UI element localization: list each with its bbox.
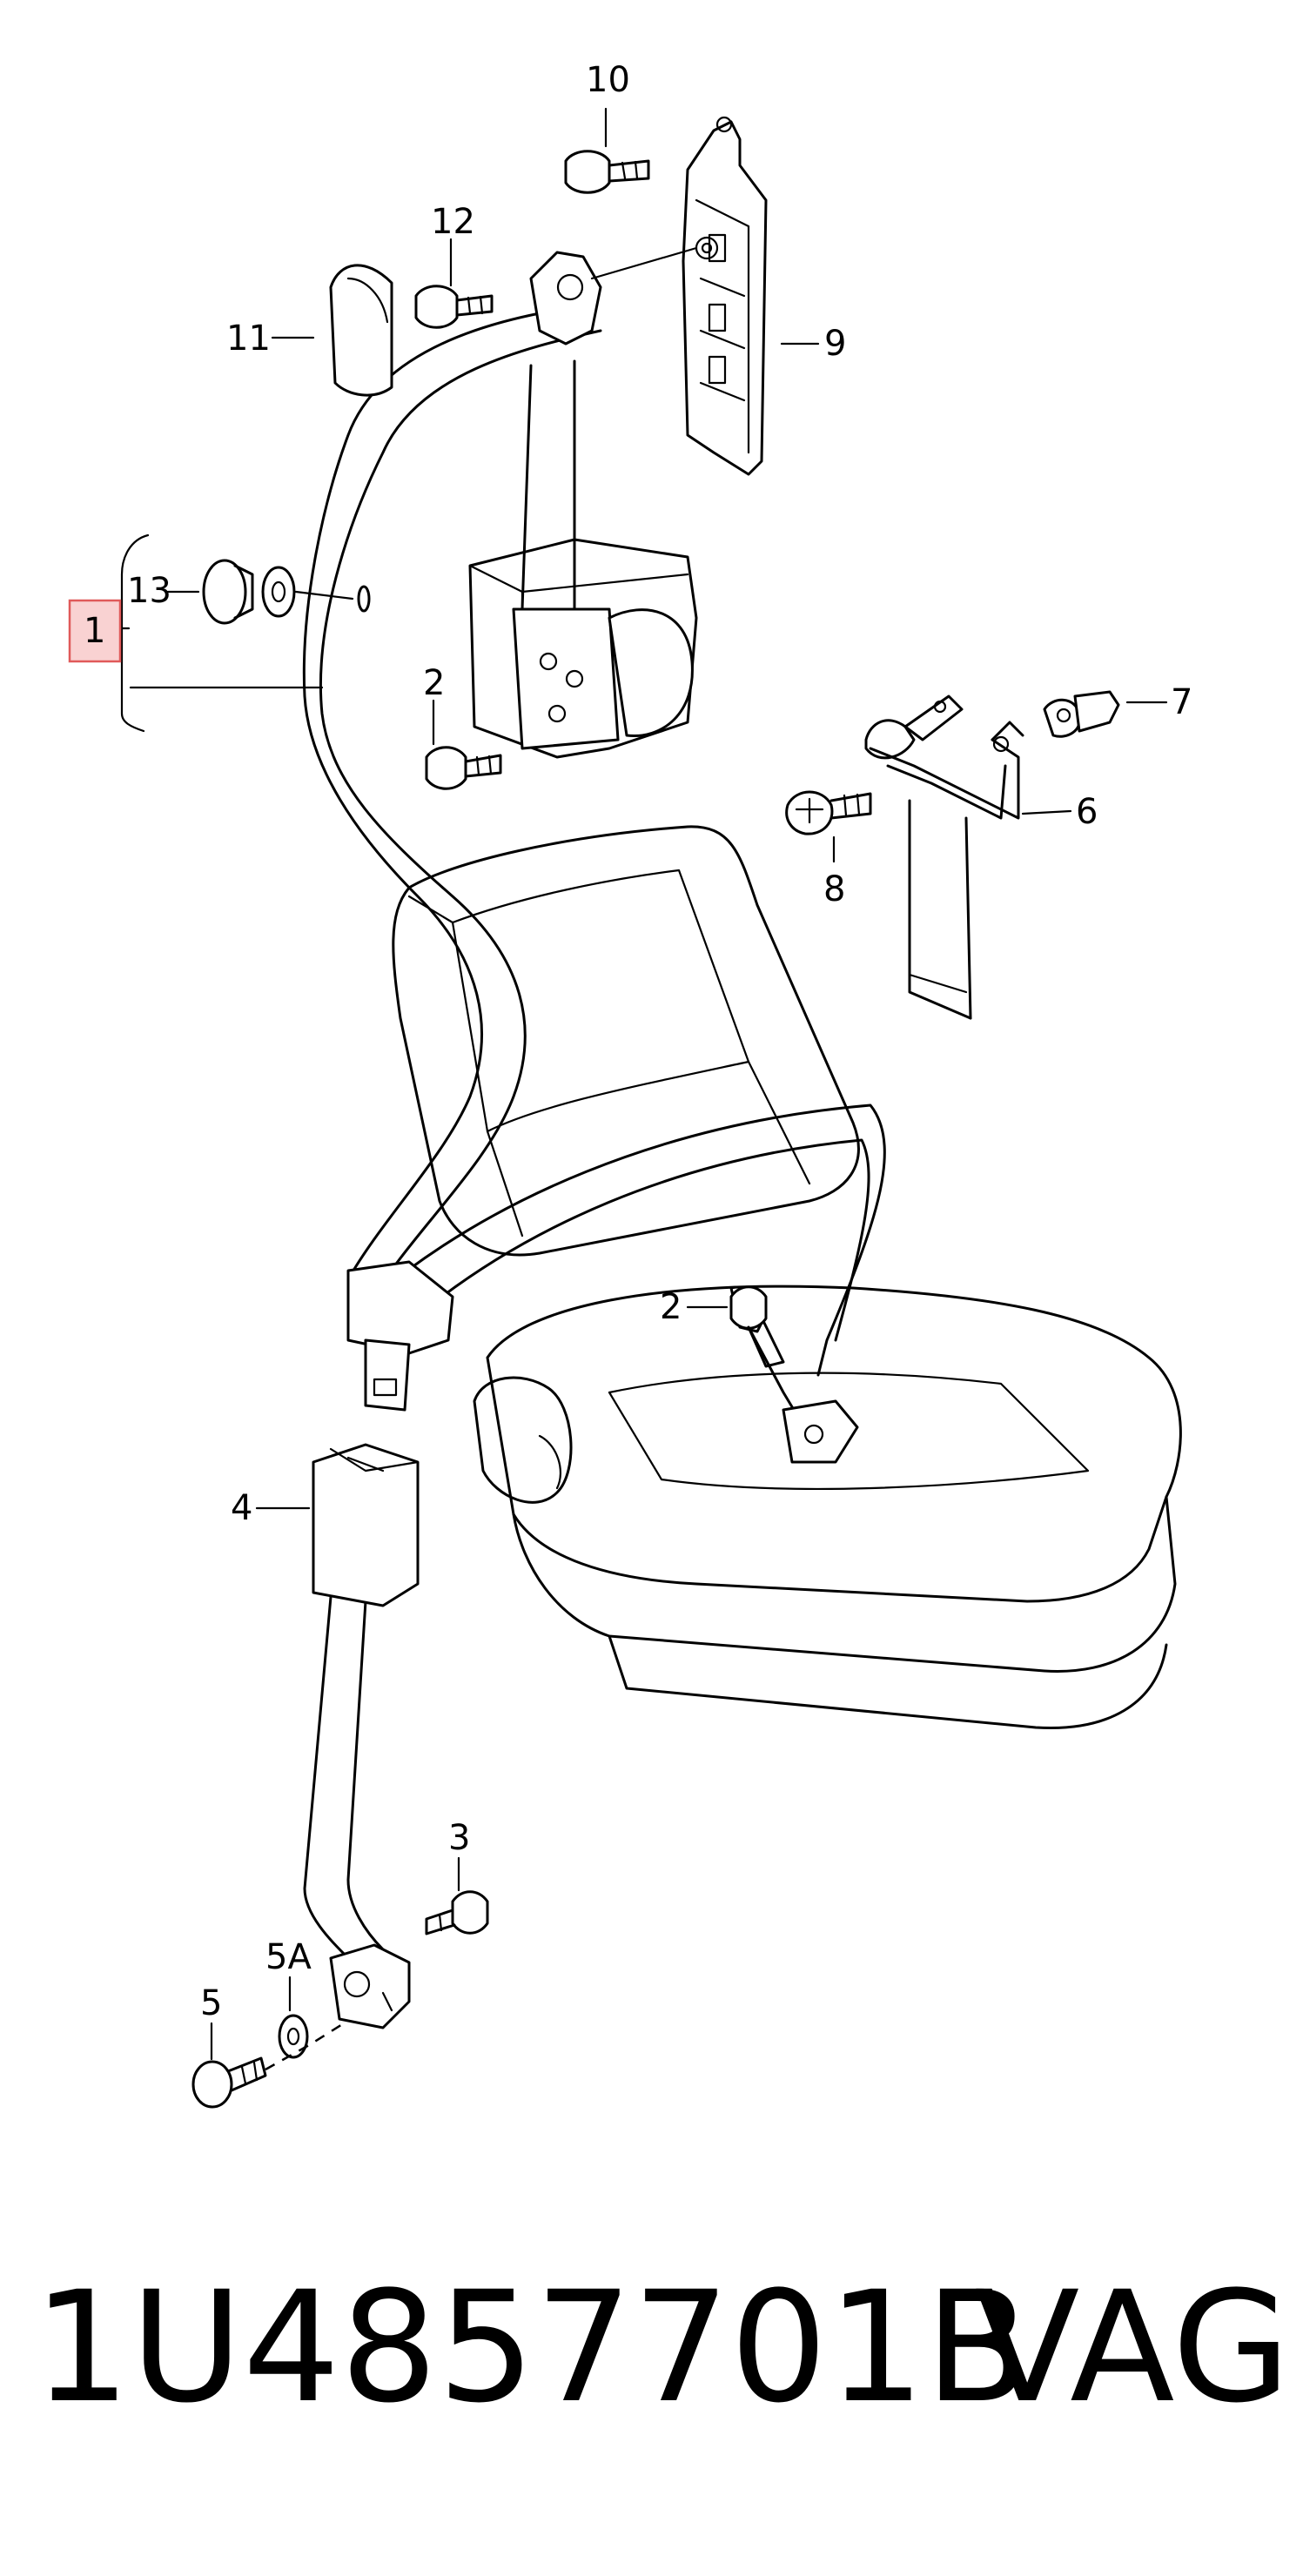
bolt-5 [191,2056,267,2109]
nut-7 [1043,690,1120,738]
part-number: 1U4857701B [33,2258,1031,2437]
rail-bracket-6 [864,694,1024,1020]
bolt-12 [414,285,494,329]
footer: 1U4857701B VAG [0,2271,1303,2425]
cap-11 [329,264,393,397]
belt-retractor [468,538,698,759]
callout-8: 8 [823,869,845,909]
callout-5a: 5A [265,1937,312,1977]
callout-12: 12 [431,202,475,242]
group-bracket-1 [97,533,324,733]
cap-13 [202,559,254,625]
leader-lines [166,107,1168,2061]
washer-13 [261,566,296,618]
bolt-2-upper [425,746,502,790]
callout-3: 3 [448,1818,470,1858]
seat-outline [392,825,1182,1730]
callout-4: 4 [231,1488,252,1528]
belt-tongue [346,1260,454,1412]
belt-webbing [302,312,886,1960]
callout-10: 10 [586,60,630,100]
buckle-4 [312,1443,420,1607]
callout-2-upper: 2 [423,663,445,703]
callout-2-lower: 2 [660,1287,682,1327]
spacer-ring [294,585,371,613]
callout-13: 13 [127,571,171,611]
washer-5a [278,2014,309,2059]
assembly-axis-5 [265,2022,345,2071]
upper-anchor-plate [529,246,698,345]
callout-1: 1 [84,611,105,651]
pillar-bracket-9 [682,116,768,476]
callout-6: 6 [1076,792,1098,832]
callout-1-highlight [68,599,122,663]
bolt-2-lower [729,1285,785,1368]
callout-5: 5 [200,1983,222,2023]
callout-7: 7 [1171,682,1192,722]
brand-label: VAG [975,2258,1291,2437]
callout-9: 9 [824,324,846,364]
screw-8 [785,790,872,835]
callout-11: 11 [226,319,271,359]
callout-labels: 1 10 12 11 9 13 2 7 6 8 2 4 3 5A 5 [68,60,1192,2023]
bolt-10 [564,150,650,194]
bolt-3 [425,1890,489,1935]
lower-anchor-plate [329,1943,411,2029]
